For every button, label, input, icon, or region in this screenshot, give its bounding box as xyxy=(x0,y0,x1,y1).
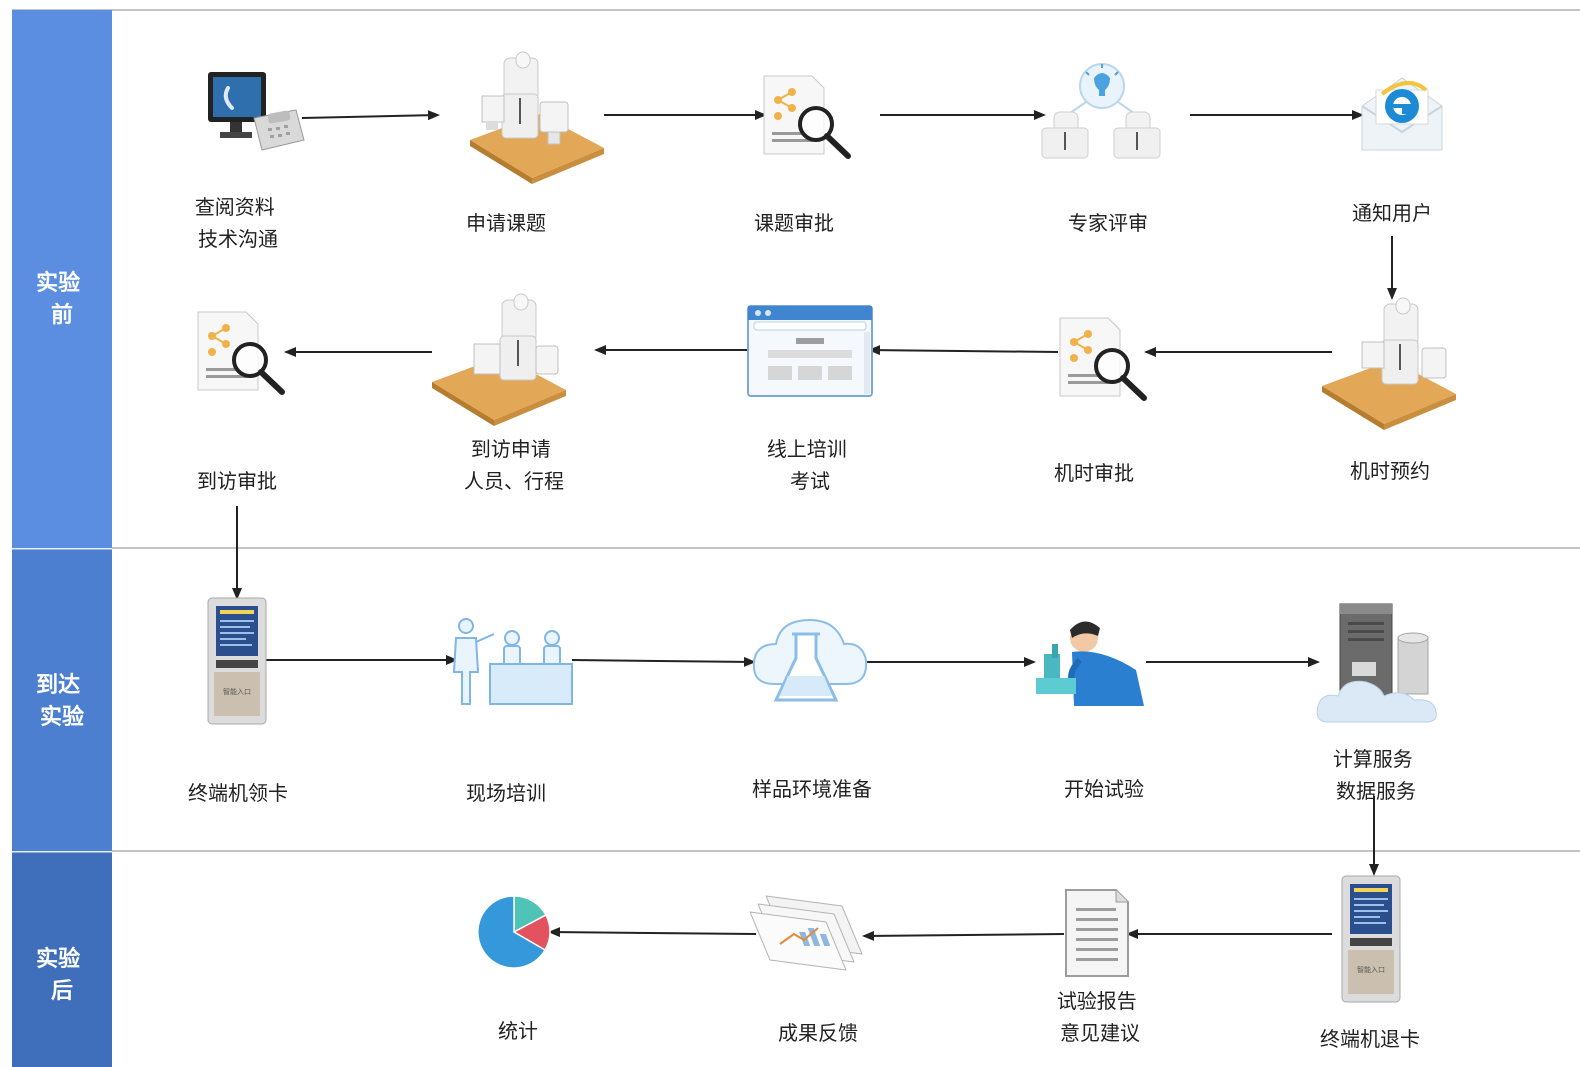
computer-phone-icon xyxy=(208,72,305,151)
lane-header-arrival xyxy=(12,548,112,851)
flow-arrows xyxy=(232,110,1397,941)
node-label-apply-topic: 申请课题 xyxy=(466,211,546,235)
self-service-kiosk-icon: 智能入口 xyxy=(1341,875,1401,1003)
svg-text:智能入口: 智能入口 xyxy=(1357,965,1385,974)
lane-grid xyxy=(12,9,1580,852)
lane-header-before xyxy=(12,10,112,548)
node-label-statistics: 统计 xyxy=(498,1019,538,1043)
svg-text:智能入口: 智能入口 xyxy=(223,687,251,696)
node-label-machine-booking: 机时预约 xyxy=(1350,459,1430,483)
expert-network-icon xyxy=(1041,63,1161,159)
node-label-onsite-training: 现场培训 xyxy=(466,781,546,805)
node-label-topic-approval: 课题审批 xyxy=(754,211,834,235)
node-label-sample-prep: 样品环境准备 xyxy=(752,777,872,801)
document-magnifier-icon xyxy=(763,75,851,159)
node-label-consult: 查阅资料 技术沟通 xyxy=(195,195,281,251)
training-room-icon xyxy=(452,618,573,705)
report-document-icon xyxy=(1065,889,1129,977)
node-label-compute-service: 计算服务 数据服务 xyxy=(1333,747,1419,803)
node-label-results-feedback: 成果反馈 xyxy=(778,1021,858,1045)
paper-stack-icon xyxy=(749,895,863,971)
node-label-kiosk-get-card: 终端机领卡 xyxy=(188,781,288,805)
document-magnifier-icon xyxy=(1059,317,1147,401)
node-label-start-experiment: 开始试验 xyxy=(1064,777,1144,801)
document-magnifier-icon xyxy=(197,311,285,395)
lane-header-after xyxy=(12,851,112,1067)
office-desk-icon xyxy=(470,51,604,184)
email-envelope-icon xyxy=(1361,77,1443,151)
office-desk-icon xyxy=(1322,297,1456,430)
arrow-machine-approval-to-online xyxy=(868,345,1059,356)
office-desk-icon xyxy=(432,293,566,426)
arrow-feedback-to-statistics xyxy=(548,927,757,938)
node-label-test-report: 试验报告 意见建议 xyxy=(1057,989,1143,1045)
scientist-microscope-icon xyxy=(1036,621,1144,706)
node-label-kiosk-return-card: 终端机退卡 xyxy=(1320,1027,1420,1051)
pie-chart-icon xyxy=(477,895,551,969)
browser-window-icon xyxy=(747,305,873,397)
node-label-notify-user: 通知用户 xyxy=(1352,201,1432,225)
cloud-flask-icon xyxy=(752,618,868,702)
lane-label-arrival: 到达 实验 xyxy=(36,673,88,730)
self-service-kiosk-icon: 智能入口 xyxy=(207,597,267,725)
lane-label-after: 实验 后 xyxy=(36,946,88,1004)
node-label-visit-apply: 到访申请 人员、行程 xyxy=(464,437,564,493)
server-cloud-icon xyxy=(1316,603,1437,723)
node-label-visit-approval: 到访审批 xyxy=(197,469,277,493)
lane-label-before: 实验 前 xyxy=(36,270,88,328)
node-label-machine-approval: 机时审批 xyxy=(1054,461,1134,485)
arrow-consult-to-apply xyxy=(301,110,440,121)
node-label-expert-review: 专家评审 xyxy=(1068,211,1148,235)
arrow-onsite-to-sample xyxy=(571,656,756,667)
node-label-online-training: 线上培训 考试 xyxy=(767,437,853,493)
arrow-report-to-feedback xyxy=(862,930,1065,941)
